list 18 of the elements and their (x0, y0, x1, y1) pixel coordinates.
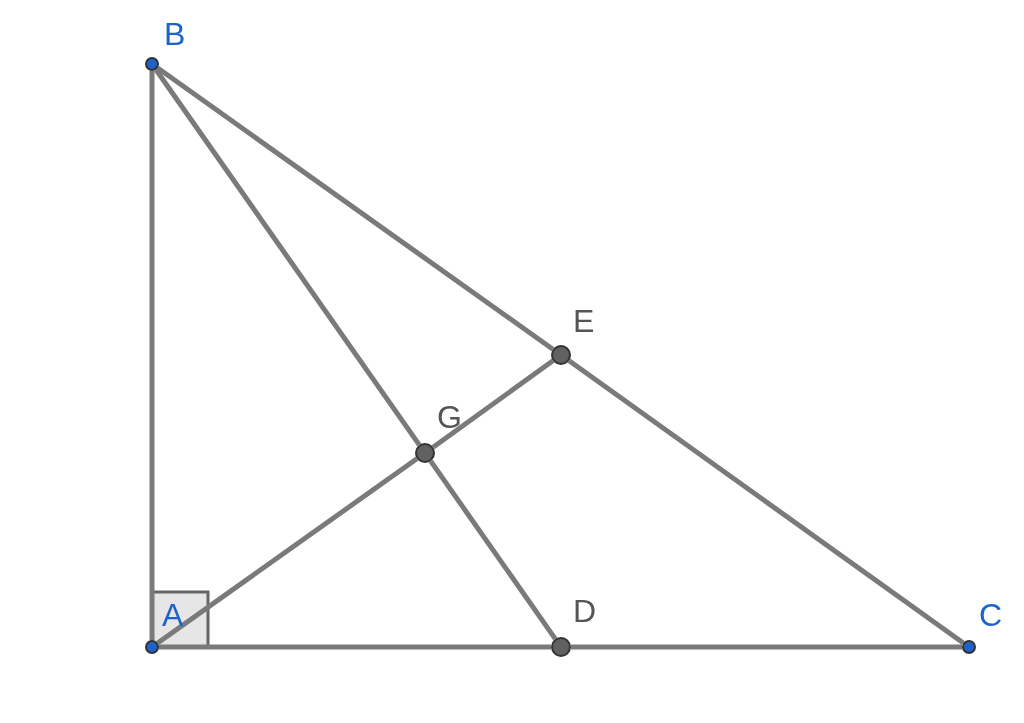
line-segment (571, 644, 962, 650)
line-segment (159, 644, 551, 650)
point (962, 640, 976, 654)
line-segment (153, 68, 422, 447)
point-label: B (164, 18, 186, 50)
point (551, 637, 571, 657)
point-label: D (573, 595, 597, 627)
line-segment (567, 358, 965, 645)
point (551, 345, 571, 365)
point-label: C (979, 599, 1003, 631)
line-segment (149, 71, 155, 640)
point (145, 57, 159, 71)
point (145, 640, 159, 654)
point (415, 443, 435, 463)
point-label: G (437, 401, 462, 433)
line-segment (156, 66, 555, 352)
point-label: A (162, 599, 184, 631)
point-label: E (573, 305, 595, 337)
